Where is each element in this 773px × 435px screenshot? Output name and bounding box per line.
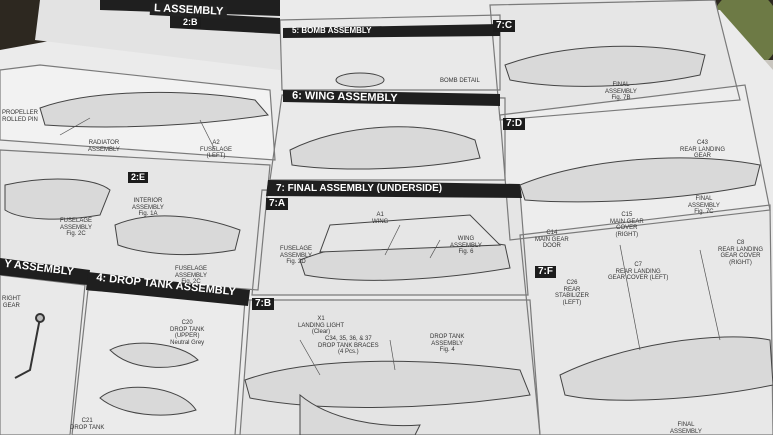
label-wing-assembly: WING ASSEMBLY Fig. 6 bbox=[450, 236, 482, 256]
step-tag-2b: 2:B bbox=[180, 17, 201, 28]
label-fuselage-assembly-2d: FUSELAGE ASSEMBLY Fig. 2D bbox=[280, 246, 313, 266]
label-rear-landing-gear-cover-left: C7 REAR LANDING GEAR COVER (LEFT) bbox=[608, 262, 669, 282]
label-radiator-assembly: RADIATOR ASSEMBLY bbox=[88, 140, 120, 153]
label-fuselage-left: A2 FUSELAGE (LEFT) bbox=[200, 140, 233, 160]
step-tag-7d: 7:D bbox=[503, 118, 526, 130]
label-propeller-rolled-pin: PROPELLER ROLLED PIN bbox=[2, 110, 39, 123]
step-tag-7c: 7:C bbox=[493, 20, 516, 32]
label-fuselage-assembly-2c: FUSELAGE ASSEMBLY Fig. 2C bbox=[175, 266, 208, 286]
label-interior-assembly: INTERIOR ASSEMBLY Fig. 1A bbox=[132, 198, 164, 218]
label-rear-landing-gear: C43 REAR LANDING GEAR bbox=[680, 140, 726, 160]
step-tag-7f: 7:F bbox=[535, 266, 556, 278]
label-wing-a1: A1 WING bbox=[372, 212, 389, 225]
label-drop-tank-c21: C21 DROP TANK bbox=[70, 418, 105, 431]
header-final-assembly: 7: FINAL ASSEMBLY (UNDERSIDE) bbox=[276, 183, 443, 194]
label-landing-light: X1 LANDING LIGHT (Clear) bbox=[298, 316, 345, 336]
label-rear-stabilizer: C26 REAR STABILIZER (LEFT) bbox=[555, 280, 589, 306]
label-drop-tank-assembly: DROP TANK ASSEMBLY Fig. 4 bbox=[430, 334, 465, 354]
label-fuselage-assembly: FUSELAGE ASSEMBLY Fig. 2C bbox=[60, 218, 93, 238]
label-rear-landing-gear-cover-right: C8 REAR LANDING GEAR COVER (RIGHT) bbox=[718, 240, 764, 266]
label-drop-tank-braces: C34, 35, 36, & 37 DROP TANK BRACES (4 Pc… bbox=[318, 336, 379, 356]
step-tag-7b: 7:B bbox=[252, 298, 275, 310]
label-final-assembly-7b: FINAL ASSEMBLY Fig. 7B bbox=[605, 82, 637, 102]
step-tag-7a: 7:A bbox=[266, 198, 289, 210]
header-bomb-assembly: 5: BOMB ASSEMBLY bbox=[292, 26, 372, 35]
label-main-gear-door: C14 MAIN GEAR DOOR bbox=[535, 230, 569, 250]
label-bomb-detail: BOMB DETAIL bbox=[440, 78, 480, 84]
step-tag-2e: 2:E bbox=[128, 172, 149, 183]
label-main-gear-cover: C15 MAIN GEAR COVER (RIGHT) bbox=[610, 212, 644, 238]
label-final-7f: FINAL ASSEMBLY bbox=[670, 422, 702, 435]
label-final-assembly-7c: FINAL ASSEMBLY Fig. 7C bbox=[688, 196, 720, 216]
label-drop-tank-upper: C20 DROP TANK (UPPER) Neutral Grey bbox=[170, 320, 205, 346]
label-right-gear: RIGHT GEAR bbox=[2, 296, 21, 309]
